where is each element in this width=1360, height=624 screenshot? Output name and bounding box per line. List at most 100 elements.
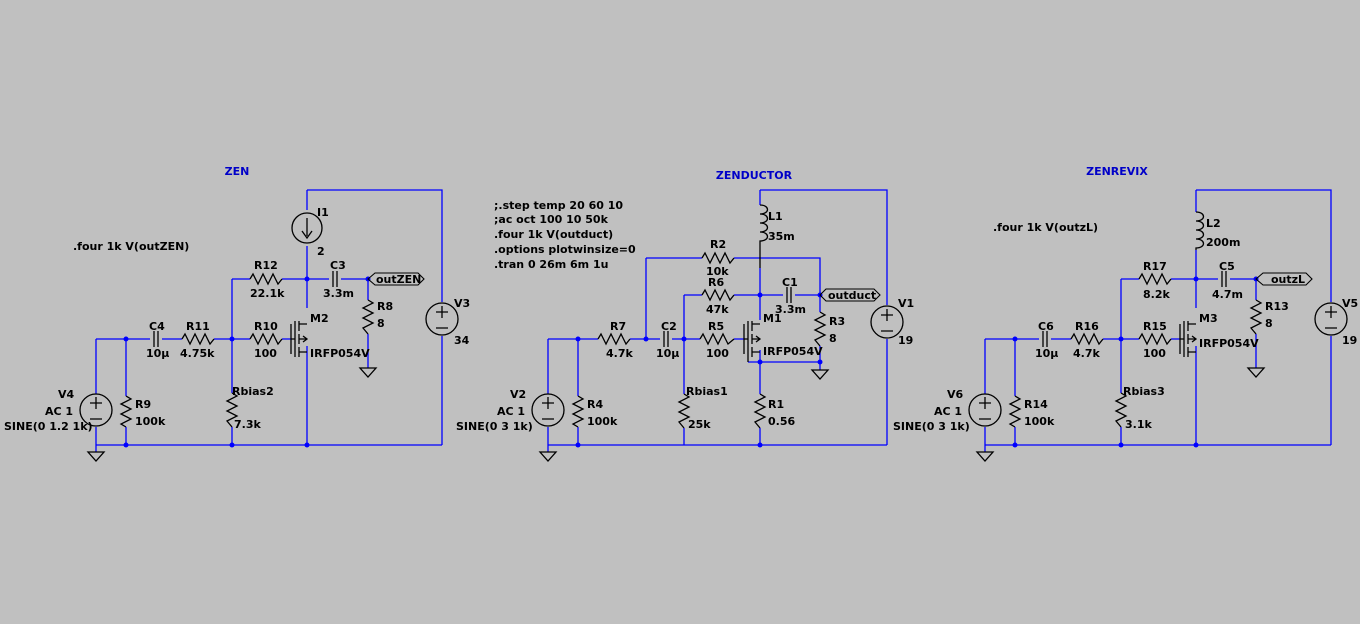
value-rbias1: 25k bbox=[688, 418, 711, 431]
value-c5: 4.7m bbox=[1212, 288, 1243, 301]
dots-zenrevix bbox=[1012, 276, 1259, 448]
mosfet-m3[interactable] bbox=[1179, 321, 1198, 357]
resistor-r3[interactable] bbox=[813, 311, 827, 347]
capacitor-c6[interactable] bbox=[1042, 331, 1048, 347]
label-r12: R12 bbox=[254, 259, 278, 272]
directive-zen[interactable]: .four 1k V(outZEN) bbox=[73, 240, 189, 253]
voltage-source-v3[interactable] bbox=[425, 302, 459, 336]
ground-r13 bbox=[1246, 367, 1266, 378]
label-r2: R2 bbox=[710, 238, 726, 251]
capacitor-c4[interactable] bbox=[153, 331, 159, 347]
value-c6: 10µ bbox=[1035, 347, 1058, 360]
resistor-r1[interactable] bbox=[753, 393, 767, 429]
label-r3: R3 bbox=[829, 315, 845, 328]
resistor-r13[interactable] bbox=[1249, 299, 1263, 335]
resistor-r6[interactable] bbox=[701, 288, 735, 302]
voltage-source-v4[interactable] bbox=[79, 393, 113, 427]
label-v4: V4 bbox=[58, 388, 75, 401]
value-v5: 19 bbox=[1342, 334, 1357, 347]
value-r7: 4.7k bbox=[606, 347, 633, 360]
value-i1: 2 bbox=[317, 245, 325, 258]
label-r7: R7 bbox=[610, 320, 626, 333]
inductor-l1[interactable] bbox=[759, 204, 769, 268]
value-r5: 100 bbox=[706, 347, 729, 360]
resistor-r12[interactable] bbox=[249, 272, 283, 286]
resistor-r15[interactable] bbox=[1138, 332, 1172, 346]
output-flag-zenductor[interactable] bbox=[819, 288, 881, 302]
title-zen: ZEN bbox=[225, 165, 250, 178]
directive-line-1[interactable]: ;.step temp 20 60 10 bbox=[494, 199, 623, 212]
value-l1: 35m bbox=[768, 230, 795, 243]
directive-line-3[interactable]: .four 1k V(outduct) bbox=[494, 228, 613, 241]
label-l1: L1 bbox=[768, 210, 783, 223]
resistor-r17[interactable] bbox=[1138, 272, 1172, 286]
resistor-r4[interactable] bbox=[571, 395, 585, 428]
directive-line-4[interactable]: .options plotwinsize=0 bbox=[494, 243, 636, 256]
resistor-r7[interactable] bbox=[597, 332, 631, 346]
value-r14: 100k bbox=[1024, 415, 1055, 428]
resistor-rbias1[interactable] bbox=[677, 393, 691, 429]
label-r5: R5 bbox=[708, 320, 724, 333]
label-r16: R16 bbox=[1075, 320, 1099, 333]
resistor-r14[interactable] bbox=[1008, 395, 1022, 428]
directive-line-5[interactable]: .tran 0 26m 6m 1u bbox=[494, 258, 608, 271]
value-c4: 10µ bbox=[146, 347, 169, 360]
label-c1: C1 bbox=[782, 276, 798, 289]
label-r9: R9 bbox=[135, 398, 151, 411]
resistor-r10[interactable] bbox=[249, 332, 283, 346]
value-v1: 19 bbox=[898, 334, 913, 347]
mosfet-m2[interactable] bbox=[290, 321, 309, 357]
title-zenrevix: ZENREVIX bbox=[1086, 165, 1148, 178]
value-r6: 47k bbox=[706, 303, 729, 316]
resistor-r5[interactable] bbox=[699, 332, 735, 346]
voltage-source-v2[interactable] bbox=[531, 393, 565, 427]
circuit-zenductor: L1 35m R2 10k R6 47k C1 3.3m outduct R3 … bbox=[456, 189, 914, 462]
current-source-i1[interactable] bbox=[291, 212, 323, 244]
resistor-r16[interactable] bbox=[1070, 332, 1104, 346]
ac-v6: AC 1 bbox=[934, 405, 962, 418]
label-c4: C4 bbox=[149, 320, 165, 333]
output-flag-zen[interactable] bbox=[367, 272, 425, 286]
label-c6: C6 bbox=[1038, 320, 1054, 333]
label-r10: R10 bbox=[254, 320, 278, 333]
value-r13: 8 bbox=[1265, 317, 1273, 330]
value-r10: 100 bbox=[254, 347, 277, 360]
label-r17: R17 bbox=[1143, 260, 1167, 273]
voltage-source-v5[interactable] bbox=[1314, 302, 1348, 336]
inductor-l2[interactable] bbox=[1195, 211, 1205, 250]
label-m1: M1 bbox=[763, 312, 782, 325]
label-v1: V1 bbox=[898, 297, 914, 310]
ac-v4: AC 1 bbox=[45, 405, 73, 418]
resistor-r9[interactable] bbox=[119, 395, 133, 428]
circuit-zen: I1 2 R12 22.1k C3 3.3m outZEN R8 8 M2 IR… bbox=[4, 189, 470, 462]
capacitor-c2[interactable] bbox=[663, 331, 669, 347]
voltage-source-v1[interactable] bbox=[870, 305, 904, 339]
ground-v4 bbox=[86, 451, 106, 462]
title-zenductor: ZENDUCTOR bbox=[716, 169, 793, 182]
mosfet-m1[interactable] bbox=[743, 321, 762, 362]
capacitor-c3[interactable] bbox=[332, 271, 338, 287]
output-flag-zenrevix[interactable] bbox=[1255, 272, 1313, 286]
label-r15: R15 bbox=[1143, 320, 1167, 333]
value-r8: 8 bbox=[377, 317, 385, 330]
resistor-rbias2[interactable] bbox=[225, 392, 239, 428]
capacitor-c1[interactable] bbox=[786, 287, 792, 303]
resistor-r2[interactable] bbox=[701, 251, 735, 265]
ground-v6 bbox=[975, 451, 995, 462]
directive-line-2[interactable]: ;ac oct 100 10 50k bbox=[494, 213, 609, 226]
voltage-source-v6[interactable] bbox=[968, 393, 1002, 427]
value-r9: 100k bbox=[135, 415, 166, 428]
resistor-rbias3[interactable] bbox=[1114, 392, 1128, 428]
ground-v2 bbox=[538, 451, 558, 462]
label-m2: M2 bbox=[310, 312, 329, 325]
label-r4: R4 bbox=[587, 398, 603, 411]
resistor-r8[interactable] bbox=[361, 299, 375, 335]
resistor-r11[interactable] bbox=[181, 332, 215, 346]
directive-zenrevix[interactable]: .four 1k V(outzL) bbox=[993, 221, 1098, 234]
value-r4: 100k bbox=[587, 415, 618, 428]
label-c5: C5 bbox=[1219, 260, 1235, 273]
capacitor-c5[interactable] bbox=[1221, 271, 1227, 287]
value-m1: IRFP054V bbox=[763, 345, 823, 358]
value-v6: SINE(0 3 1k) bbox=[893, 420, 970, 433]
